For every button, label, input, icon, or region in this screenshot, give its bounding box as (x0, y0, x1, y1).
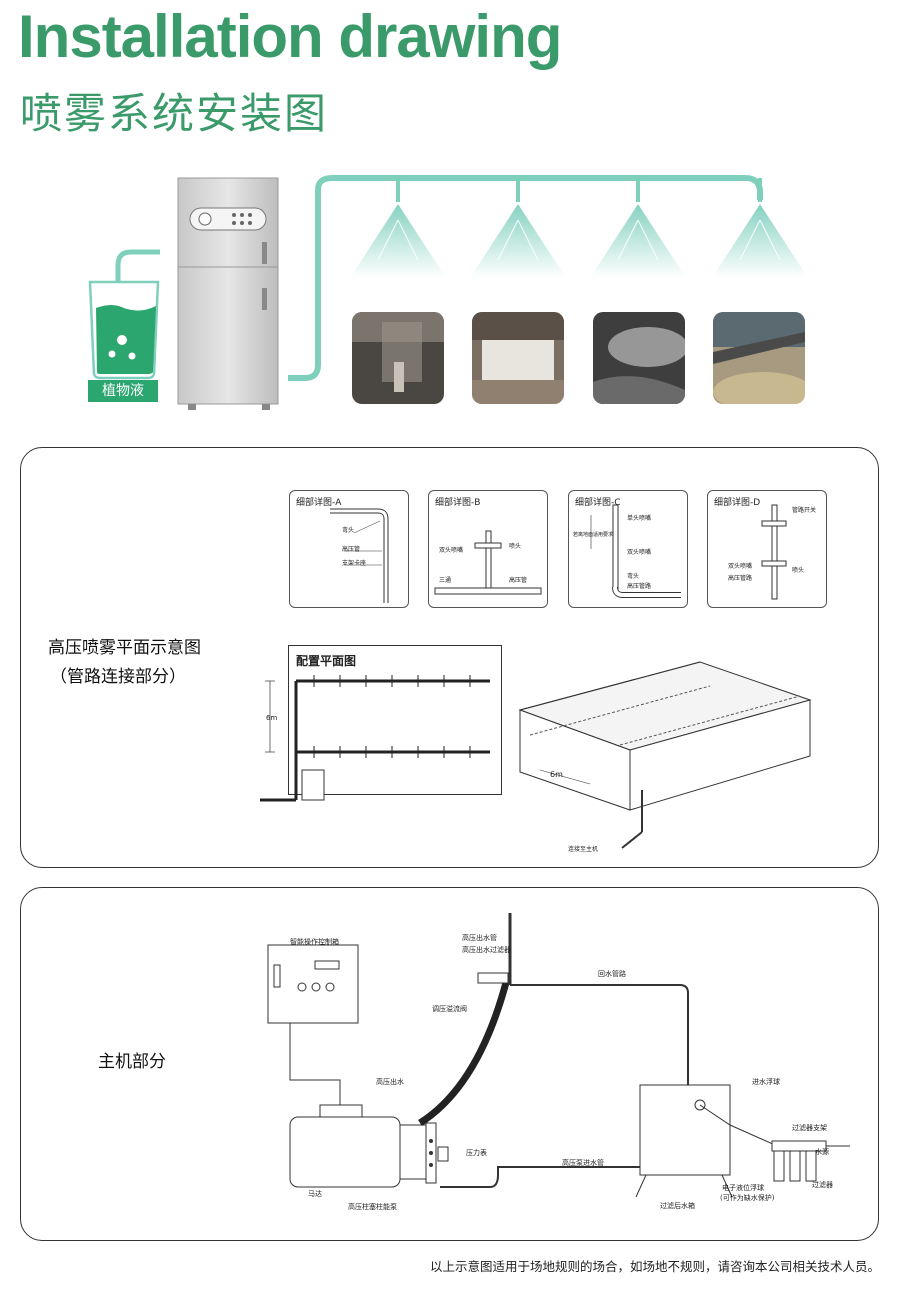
label-filter: 过滤器 (812, 1181, 833, 1189)
label-return: 回水管路 (598, 970, 626, 978)
spray-cones (350, 204, 808, 278)
detail-a-title: 细部详图-A (296, 498, 342, 508)
label-filter-rack: 过滤器支架 (792, 1124, 827, 1132)
misting-cabinet (177, 177, 279, 410)
detail-d-note-1: 管路开关 (792, 507, 817, 514)
host-panel (20, 887, 879, 1241)
detail-d-note-4: 高压管路 (728, 575, 753, 582)
main-pipe (288, 175, 763, 381)
plan-title: 配置平面图 (296, 654, 357, 668)
iso-note: 连接至主机 (568, 846, 599, 853)
footer-note: 以上示意图适用于场地规则的场合，如场地不规则，请咨询本公司相关技术人员。 (429, 1259, 880, 1274)
detail-d-note-3: 喷头 (792, 567, 805, 574)
detail-a: 细部详图-A 弯头 高压管 支架卡座 (289, 490, 409, 608)
detail-a-note-2: 高压管 (342, 546, 361, 553)
page-title-cn: 喷雾系统安装图 (20, 89, 329, 138)
detail-b-title: 细部详图-B (435, 498, 481, 508)
nozzle-drops (396, 178, 762, 202)
detail-b-note-1: 双头喷嘴 (439, 547, 464, 554)
detail-a-note-3: 支架卡座 (342, 560, 367, 567)
detail-b-note-4: 高压管 (509, 577, 528, 584)
site-photo-1 (352, 312, 444, 404)
site-photo-2 (472, 312, 564, 404)
label-out-pipe: 高压出水管 (462, 934, 497, 942)
page-title-en: Installation drawing (18, 3, 562, 70)
label-hp-out: 高压出水 (376, 1078, 404, 1086)
detail-c-note-5: 高压管路 (627, 583, 652, 590)
detail-d: 细部详图-D 管路开关 双头喷嘴 喷头 高压管路 (707, 490, 827, 608)
detail-c: 细部详图-C 单头喷嘴 若离地面适用要求 双头喷嘴 弯头 高压管路 (568, 490, 688, 608)
plan-dimension: 6m (266, 714, 278, 722)
detail-c-note-1: 单头喷嘴 (627, 515, 652, 522)
detail-c-note-4: 弯头 (627, 573, 640, 580)
label-tank: 过滤后水箱 (660, 1202, 695, 1210)
label-pump: 高压柱塞柱能泵 (348, 1203, 397, 1211)
label-gauge: 压力表 (466, 1149, 487, 1157)
greenhouse-iso (518, 661, 812, 849)
piping-label-line2: （管路连接部分） (50, 667, 186, 687)
detail-d-note-2: 双头喷嘴 (728, 563, 753, 570)
detail-b: 细部详图-B 双头喷嘴 喷头 三通 高压管 (428, 490, 548, 608)
site-photo-4 (713, 312, 805, 404)
label-inlet-pipe: 高压泵进水管 (562, 1159, 604, 1167)
label-controller: 智能操作控制箱 (290, 938, 339, 946)
label-elec-float-note: (可作为缺水保护) (720, 1194, 775, 1202)
liquid-label: 植物液 (88, 380, 158, 402)
host-label: 主机部分 (98, 1052, 166, 1072)
iso-dimension: 6m (550, 770, 563, 779)
label-out-filter: 高压出水过滤器 (462, 946, 511, 954)
host-diagram (267, 913, 850, 1198)
detail-c-note-2: 若离地面适用要求 (573, 532, 614, 538)
detail-b-note-2: 喷头 (509, 543, 522, 550)
plan-drawing (260, 675, 490, 802)
label-float: 进水浮球 (752, 1078, 780, 1086)
detail-d-title: 细部详图-D (714, 498, 761, 508)
detail-a-note-1: 弯头 (342, 527, 355, 534)
label-elec-float: 电子液位浮球 (722, 1184, 764, 1192)
detail-b-note-3: 三通 (439, 577, 452, 584)
site-photo-3 (593, 312, 685, 404)
label-motor: 马达 (308, 1190, 322, 1198)
system-illustration (88, 175, 808, 410)
liquid-tank (88, 280, 160, 380)
detail-c-title: 细部详图-C (575, 498, 621, 508)
detail-c-note-3: 双头喷嘴 (627, 549, 652, 556)
label-water-source: 水源 (815, 1148, 829, 1156)
suction-pipe (115, 249, 160, 295)
piping-label-line1: 高压喷雾平面示意图 (48, 638, 201, 658)
label-valve: 调压溢流阀 (432, 1005, 467, 1013)
